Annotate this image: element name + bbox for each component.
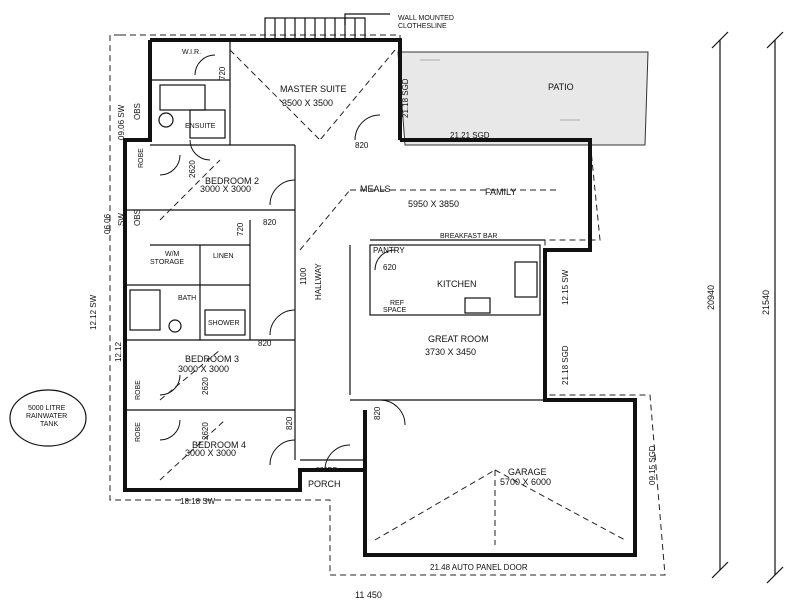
clothesline (264, 13, 390, 41)
label-ref-space: REF (390, 300, 404, 307)
label-breakfast-bar: BREAKFAST BAR (440, 233, 497, 240)
patio (397, 51, 649, 146)
label-meals: MEALS (360, 184, 391, 194)
label-bedroom-4-robe-door: 2620 (201, 422, 210, 440)
label-garage-door: 21.48 AUTO PANEL DOOR (430, 563, 528, 572)
label-patio-side: 21.18 SGD (401, 78, 410, 118)
label-ensuite-window: 06.06 (103, 213, 112, 234)
label-bedroom-3: BEDROOM 3 (185, 354, 239, 364)
label-robe-4: ROBE (135, 422, 142, 442)
label-garage: GARAGE (508, 467, 547, 477)
label-garage-window: 09.15 SGD (648, 445, 657, 485)
label-bedroom-4-door: 820 (285, 416, 294, 430)
dimension-lines (711, 31, 784, 584)
label-kitchen: KITCHEN (437, 279, 477, 289)
label-bedroom-3-size: 3000 X 3000 (178, 364, 229, 374)
label-great-room-size: 3730 X 3450 (425, 347, 476, 357)
label-tank-3: TANK (40, 421, 58, 428)
label-storage: STORAGE (150, 259, 184, 266)
label-family: FAMILY (485, 187, 516, 197)
label-tank-1: 5000 LITRE (28, 405, 66, 412)
label-patio: PATIO (548, 82, 574, 92)
label-porch-door: 820FG (316, 467, 337, 474)
label-robe-3: ROBE (135, 380, 142, 400)
label-kitchen-window: 12.15 SW (561, 269, 570, 305)
label-wir-door: 720 (218, 66, 227, 80)
label-bedroom-4: BEDROOM 4 (192, 440, 246, 450)
label-hallway: HALLWAY (314, 263, 323, 300)
roof-outline (109, 34, 666, 576)
label-pantry: PANTRY (373, 246, 405, 255)
label-bedroom-3-door: 820 (258, 339, 272, 348)
label-bath-door: 720 (236, 222, 245, 236)
label-pantry-door: 620 (383, 263, 397, 272)
label-clothesline: WALL MOUNTED (398, 15, 454, 22)
label-dimension-inner: 20940 (706, 285, 716, 310)
label-ref-space-2: SPACE (383, 307, 407, 314)
label-bath: BATH (178, 295, 196, 302)
walls (123, 38, 637, 557)
label-obs-2: OBS (133, 209, 142, 226)
label-bedroom-2-size: 3000 X 3000 (200, 184, 251, 194)
label-garage-size: 5700 X 6000 (500, 477, 551, 487)
label-porch: PORCH (308, 479, 341, 489)
label-obs-1: OBS (133, 103, 142, 120)
door-swings (159, 54, 406, 471)
label-entry-door: 820 (373, 406, 382, 420)
label-great-room: GREAT ROOM (428, 334, 489, 344)
label-bedroom-2: BEDROOM 2 (205, 176, 259, 186)
label-wm: W/M (165, 251, 180, 258)
rainwater-tank (9, 389, 87, 447)
fixtures (129, 84, 538, 336)
label-wir-window: 09.06 SW (117, 104, 126, 140)
label-bedroom-4-size: 3000 X 3000 (185, 448, 236, 458)
label-ensuite-window-sw: SW (117, 213, 126, 226)
label-dimension-outer: 21540 (761, 290, 771, 315)
label-dimension-bottom: 11 450 (355, 590, 382, 600)
label-hallway-width: 1100 (299, 267, 308, 285)
label-shower: SHOWER (208, 320, 240, 327)
label-master-door: 820 (355, 141, 369, 150)
label-patio-door: 21.21 SGD (450, 131, 490, 140)
label-master-size: 3500 X 3500 (282, 98, 333, 108)
label-tank-2: RAINWATER (26, 413, 67, 420)
label-bedroom-4-window: 18.18 SW (180, 497, 216, 506)
label-meals-family-size: 5950 X 3850 (408, 199, 459, 209)
label-bedroom-2-robe-door: 2620 (188, 160, 197, 178)
ceiling-lines (159, 49, 626, 545)
label-clothesline-2: CLOTHESLINE (398, 23, 447, 30)
label-bedroom-2-door: 820 (263, 218, 277, 227)
label-left-window-1: 12.12 SW (89, 294, 98, 330)
label-bedroom-3-robe-door: 2620 (201, 377, 210, 395)
label-robe-2: ROBE (138, 148, 145, 168)
label-wir: W.I.R. (182, 49, 201, 56)
label-left-window-2: 12.12 (114, 341, 123, 362)
label-master-suite: MASTER SUITE (280, 84, 347, 94)
label-great-room-window: 21.18 SGD (561, 345, 570, 385)
label-linen: LINEN (213, 253, 234, 260)
label-ensuite: ENSUITE (185, 123, 216, 130)
